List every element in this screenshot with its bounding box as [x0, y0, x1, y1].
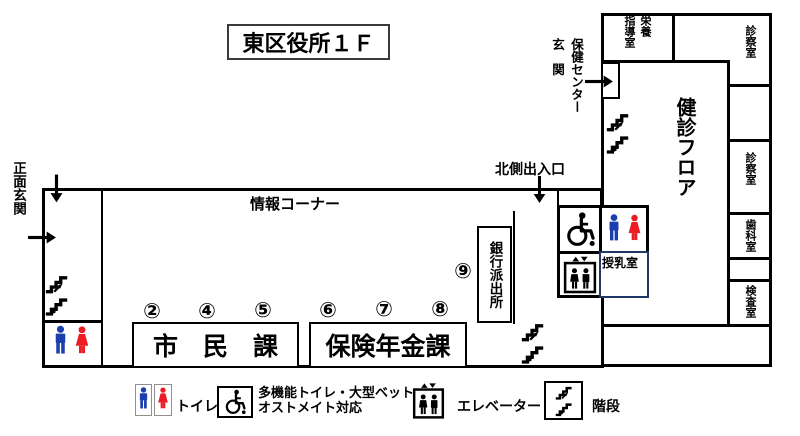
- wall: [42, 320, 102, 323]
- legend-toilet-icon: [135, 384, 172, 416]
- exam-room-mid-label: 診察室: [744, 152, 757, 185]
- legend-elevator-label: エレベーター: [457, 399, 541, 415]
- citizens-division-counter: 市 民 課: [132, 322, 299, 368]
- legend-accessible-toilet-icon: [217, 386, 253, 418]
- legend-stairs-box: [544, 381, 583, 420]
- nutrition-room-label-wrap: 栄養 指導室: [601, 14, 673, 61]
- man-icon: [606, 214, 622, 246]
- health-center-entrance-label: 保健センター 玄 関: [550, 38, 584, 113]
- main-entrance-right-arrow: [27, 231, 57, 244]
- main-entrance-label: 正面玄関: [10, 161, 26, 215]
- window-number-2: ②: [143, 299, 161, 323]
- wall: [513, 211, 515, 324]
- elevator-room: [557, 251, 602, 298]
- page-title: 東区役所１Ｆ: [242, 32, 375, 57]
- window-number-7: ⑦: [375, 297, 393, 321]
- wheelchair-icon: [222, 389, 248, 416]
- info-corner-label: 情報コーナー: [250, 195, 341, 213]
- test-room-label: 検査室: [744, 285, 757, 318]
- title-box: 東区役所１Ｆ: [227, 24, 390, 60]
- window-number-9: ⑨: [454, 259, 472, 283]
- citizens-division-label: 市 民 課: [152, 332, 278, 361]
- north-exit-down-arrow: [533, 176, 546, 203]
- stairs-icon: [44, 272, 70, 317]
- window-number-8: ⑧: [431, 297, 449, 321]
- wall: [730, 257, 770, 260]
- wall: [101, 188, 103, 368]
- exam-room-top-label: 診察室: [744, 25, 757, 58]
- wall: [727, 60, 730, 327]
- window-number-6: ⑥: [319, 298, 337, 322]
- woman-icon: [626, 214, 643, 246]
- legend-toilet-label: トイレ: [176, 399, 218, 415]
- wall: [730, 212, 770, 215]
- window-number-4: ④: [198, 299, 216, 323]
- health-center-right-arrow: [583, 75, 615, 88]
- stairs-icon: [553, 384, 575, 417]
- health-center-entrance-label-wrap: 保健センター 玄 関: [548, 38, 584, 122]
- toilet-room: [599, 205, 649, 254]
- stairs-icon: [520, 320, 546, 365]
- woman-icon: [73, 325, 91, 360]
- checkup-floor-label: 健診フロア: [673, 97, 697, 197]
- toilet-figures: [52, 325, 91, 360]
- nursing-room: 授乳室: [599, 251, 649, 298]
- insurance-pension-counter: 保険年金課: [309, 322, 467, 368]
- wall: [730, 84, 770, 87]
- wall: [672, 13, 675, 63]
- accessible-toilet-room: [557, 205, 602, 254]
- nutrition-room-label: 栄養 指導室: [623, 14, 652, 48]
- north-exit-label: 北側出入口: [495, 162, 565, 178]
- window-number-5: ⑤: [254, 298, 272, 322]
- bank-branch-room: 銀行派出所: [477, 226, 512, 323]
- legend-accessible-toilet-label: 多機能トイレ・大型ベット オストメイト対応: [258, 386, 415, 416]
- stairs-icon: [605, 110, 631, 155]
- wall: [730, 279, 770, 282]
- main-entrance-down-arrow: [50, 174, 63, 203]
- man-icon: [52, 325, 69, 360]
- legend-elevator-icon: [412, 383, 445, 419]
- elevator-icon: [563, 256, 597, 294]
- man-icon: [135, 384, 152, 416]
- wall: [601, 60, 730, 63]
- wheelchair-icon: [562, 211, 598, 249]
- wall: [730, 139, 770, 142]
- dental-room-label: 歯科室: [744, 219, 757, 252]
- bank-branch-label: 銀行派出所: [486, 240, 503, 309]
- nursing-room-label: 授乳室: [602, 256, 639, 270]
- woman-icon: [154, 384, 172, 416]
- bottom-right-room: [601, 324, 772, 367]
- legend-stairs-label: 階段: [592, 399, 620, 415]
- insurance-pension-label: 保険年金課: [325, 332, 451, 361]
